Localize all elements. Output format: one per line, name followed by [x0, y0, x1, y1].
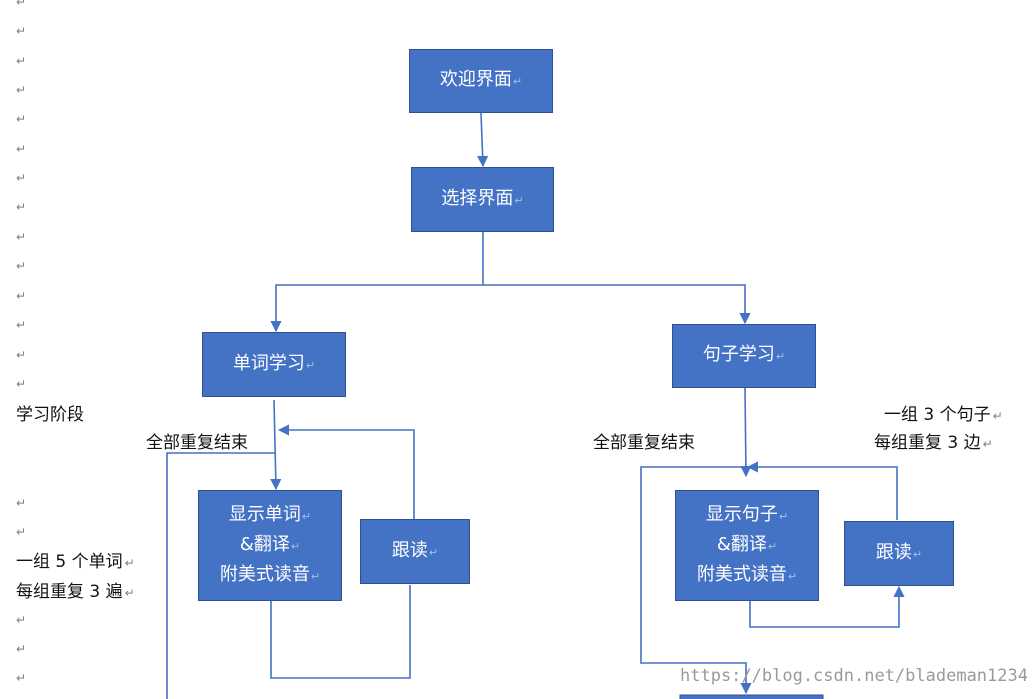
- paragraph-mark: ↵: [16, 0, 27, 9]
- word-study-box: 单词学习: [202, 332, 346, 397]
- paragraph-mark: ↵: [16, 289, 27, 303]
- paragraph-mark: ↵: [16, 142, 27, 156]
- show-word-line-1: 显示单词: [229, 501, 311, 531]
- show-sentence-box: 显示句子 &翻译 附美式读音: [675, 490, 819, 601]
- paragraph-mark: ↵: [16, 496, 27, 510]
- paragraph-mark: ↵: [16, 112, 27, 126]
- exit-sentence-repeat-done: [640, 466, 752, 695]
- paragraph-mark: ↵: [16, 377, 27, 391]
- show-word-line-2: &翻译: [240, 531, 300, 561]
- arrow-to-word-study: [270, 284, 483, 333]
- paragraph-mark: ↵: [16, 200, 27, 214]
- paragraph-mark: ↵: [16, 230, 27, 244]
- loop-read-along-right-back: [746, 461, 898, 520]
- show-sentence-line-1: 显示句子: [706, 501, 788, 531]
- watermark: https://blog.csdn.net/blademan1234: [680, 666, 1028, 686]
- arrow-to-sentence-study: [483, 284, 751, 325]
- loop-read-along-left-back: [277, 424, 415, 519]
- repeat-done-left-label: 全部重复结束: [146, 433, 248, 453]
- arrow-word-study-to-show-word: [270, 399, 282, 491]
- sentence-group-line-1: 一组 3 个句子: [884, 401, 1003, 430]
- study-phase-label: 学习阶段: [16, 405, 84, 425]
- read-along-right-box: 跟读: [844, 521, 954, 586]
- repeat-done-right-label: 全部重复结束: [593, 433, 695, 453]
- paragraph-mark: ↵: [16, 613, 27, 627]
- read-along-left-box: 跟读: [360, 519, 470, 584]
- arrow-sentence-study-to-show-sentence: [740, 387, 752, 478]
- welcome-label: 欢迎界面: [440, 66, 522, 96]
- show-sentence-line-3: 附美式读音: [697, 561, 797, 591]
- paragraph-mark: ↵: [16, 348, 27, 362]
- loop-show-sentence-to-read-along: [749, 585, 905, 628]
- read-along-right-label: 跟读: [876, 539, 922, 569]
- loop-show-word-to-read-along: [270, 585, 411, 679]
- select-label: 选择界面: [441, 185, 523, 215]
- show-word-line-3: 附美式读音: [220, 561, 320, 591]
- exit-word-repeat-done: [166, 452, 276, 699]
- paragraph-mark: ↵: [16, 642, 27, 656]
- arrow-welcome-to-select: [477, 112, 489, 168]
- sentence-group-line-2: 每组重复 3 边: [874, 429, 993, 458]
- paragraph-mark: ↵: [16, 525, 27, 539]
- sentence-study-label: 句子学习: [703, 341, 785, 371]
- word-group-line-2: 每组重复 3 遍: [16, 578, 135, 607]
- welcome-box: 欢迎界面: [409, 49, 553, 113]
- paragraph-mark: ↵: [16, 259, 27, 273]
- read-along-left-label: 跟读: [392, 537, 438, 567]
- select-box: 选择界面: [411, 167, 554, 232]
- paragraph-mark: ↵: [16, 54, 27, 68]
- word-study-label: 单词学习: [233, 350, 315, 380]
- show-word-box: 显示单词 &翻译 附美式读音: [198, 490, 342, 601]
- paragraph-mark: ↵: [16, 171, 27, 185]
- word-group-line-1: 一组 5 个单词: [16, 548, 135, 577]
- next-step-box-partial: [679, 694, 824, 699]
- paragraph-mark: ↵: [16, 318, 27, 332]
- paragraph-mark: ↵: [16, 24, 27, 38]
- sentence-study-box: 句子学习: [672, 324, 816, 388]
- paragraph-mark: ↵: [16, 83, 27, 97]
- paragraph-mark: ↵: [16, 671, 27, 685]
- show-sentence-line-2: &翻译: [717, 531, 777, 561]
